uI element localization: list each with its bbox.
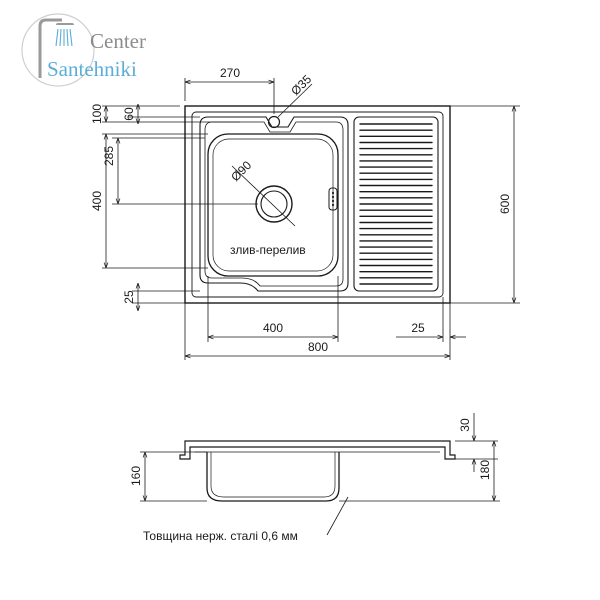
dim-bowl-width: 400 xyxy=(263,321,283,335)
dim-drain-dia: Ø90 xyxy=(228,158,254,184)
drain-inner xyxy=(260,190,288,218)
sink-side-view xyxy=(140,413,500,536)
tap-hole xyxy=(267,115,281,129)
sink-rim xyxy=(191,111,444,298)
bowl xyxy=(207,133,339,277)
shower-icon xyxy=(38,18,74,78)
dim-tap-hole-dia: Ø35 xyxy=(288,72,314,98)
dim-total-width: 800 xyxy=(308,340,328,354)
dim-right-margin: 25 xyxy=(411,321,425,335)
dim-rim-height: 30 xyxy=(458,418,472,432)
dim-tap-offset-y: 60 xyxy=(122,107,136,121)
logo-text-center: Center xyxy=(90,29,146,53)
dim-total-depth: 600 xyxy=(498,194,512,214)
side-rim xyxy=(179,440,456,460)
overflow-slot-holes xyxy=(331,191,335,207)
dim-bottom-margin: 25 xyxy=(122,290,136,304)
top-view-dimension-labels: 270 Ø35 100 60 285 400 25 600 400 25 800… xyxy=(90,66,512,354)
dim-drain-offset-y: 285 xyxy=(102,146,116,166)
brand-logo: Center Santehniki xyxy=(21,13,146,87)
side-bowl xyxy=(206,452,340,502)
drainboard-ribs xyxy=(359,123,433,285)
logo-text-santehniki: Santehniki xyxy=(47,57,137,81)
dim-bowl-height: 400 xyxy=(90,191,104,211)
thickness-note: Товщина нерж. сталі 0,6 мм xyxy=(143,529,298,543)
dim-bowl-depth: 160 xyxy=(129,466,143,486)
side-dimension-lines xyxy=(140,413,500,536)
drainboard xyxy=(353,116,439,292)
sink-top-view xyxy=(102,78,520,360)
dim-tap-offset-x: 270 xyxy=(220,66,240,80)
dim-top-margin: 100 xyxy=(90,104,104,124)
overflow-slot-icon xyxy=(328,187,338,211)
side-view-labels: 30 160 180 Товщина нерж. сталі 0,6 мм xyxy=(129,418,492,543)
sink-outline xyxy=(184,105,451,304)
overflow-label: злив-перелив xyxy=(230,243,306,257)
dim-total-height: 180 xyxy=(478,460,492,480)
dimension-lines xyxy=(102,78,520,360)
side-bowl-inner xyxy=(210,452,336,498)
logo-circle xyxy=(21,13,95,87)
